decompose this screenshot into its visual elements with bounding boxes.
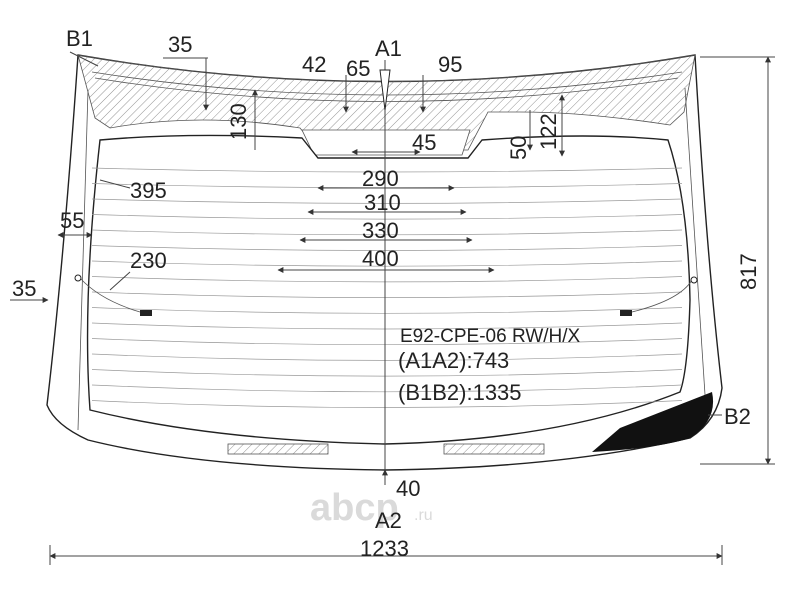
dim-400: 400	[362, 246, 399, 271]
connector-wire-right	[631, 279, 693, 313]
defogger-line	[91, 214, 683, 220]
defogger-line	[91, 167, 683, 173]
defogger-line	[91, 322, 683, 330]
dim-290: 290	[362, 166, 399, 191]
defogger-line	[91, 229, 683, 236]
defogger-line	[91, 384, 683, 393]
watermark-domain: .ru	[414, 507, 433, 524]
defogger-line	[91, 276, 683, 283]
dim-230: 230	[130, 248, 167, 273]
label-b2: B2	[724, 404, 751, 429]
dim-40: 40	[396, 476, 420, 501]
dim-45: 45	[412, 130, 436, 155]
defogger-line	[91, 307, 683, 314]
defogger-line	[91, 338, 683, 346]
defogger-line	[91, 245, 683, 251]
heater-strip-left	[227, 443, 329, 455]
dim-817: 817	[736, 253, 761, 290]
dim-35-top: 35	[168, 32, 192, 57]
dim-55: 55	[60, 208, 84, 233]
dim-35-left: 35	[12, 276, 36, 301]
frit-band	[77, 54, 696, 151]
connector-right	[620, 310, 632, 316]
dim-65: 65	[346, 56, 370, 81]
dim-b1b2: (B1B2):1335	[398, 380, 522, 405]
label-b1: B1	[66, 26, 93, 51]
label-a1: A1	[375, 36, 402, 61]
watermark-logo: abcp	[310, 487, 399, 529]
dim-395: 395	[130, 178, 167, 203]
defogger-line	[91, 260, 683, 267]
visible-area	[86, 134, 691, 445]
dim-310: 310	[364, 190, 401, 215]
watermark: abcp .ru	[310, 487, 433, 529]
defogger-line	[91, 291, 683, 298]
dim-330: 330	[362, 218, 399, 243]
corner-block	[592, 392, 714, 452]
third-brake-recess	[301, 129, 471, 156]
label-a2: A2	[375, 508, 402, 533]
defogger-line	[91, 400, 683, 408]
connector-left	[140, 310, 152, 316]
defogger-line	[91, 198, 683, 204]
connector-wire-left	[79, 277, 141, 313]
dim-50: 50	[506, 136, 531, 160]
dim-1233: 1233	[360, 536, 409, 561]
dim-122: 122	[536, 113, 561, 150]
dim-42: 42	[302, 52, 326, 77]
dim-95: 95	[438, 52, 462, 77]
defogger-line	[91, 353, 683, 361]
dim-a1a2: (A1A2):743	[398, 348, 509, 373]
part-code: E92-CPE-06 RW/H/X	[400, 326, 581, 347]
dim-130: 130	[226, 103, 251, 140]
heater-strip-right	[443, 443, 545, 455]
defogger-lines	[91, 167, 683, 408]
defogger-line	[91, 369, 683, 377]
